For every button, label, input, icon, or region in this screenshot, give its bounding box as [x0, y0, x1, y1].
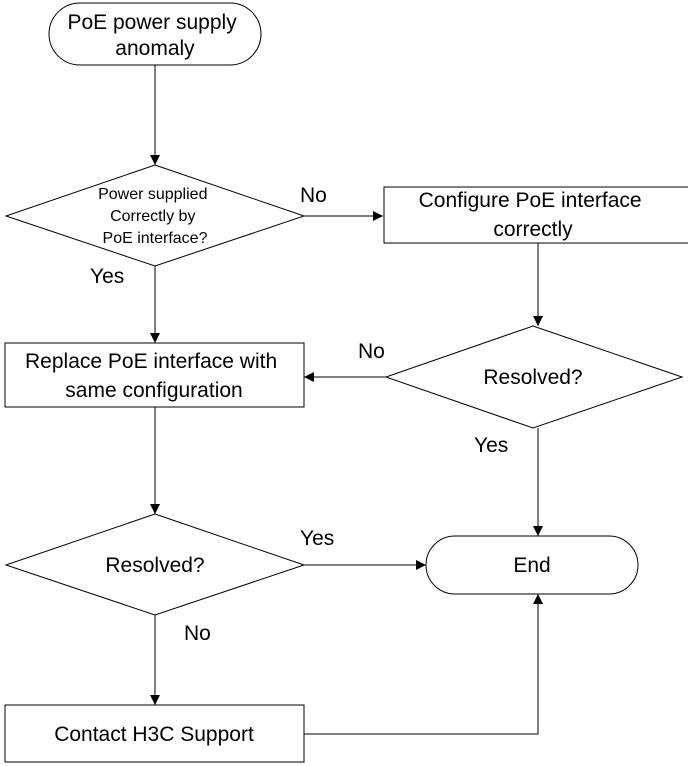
replace-process-shape: [4, 342, 305, 408]
label-resolved-left-no: No: [184, 622, 211, 645]
resolved-right-label: Resolved?: [483, 366, 582, 389]
configure-process-shape: [383, 186, 688, 244]
label-power-no: No: [300, 184, 327, 207]
label-resolved-right-no: No: [358, 340, 385, 363]
node-start: PoE power supply anomaly: [48, 2, 262, 66]
node-end: End: [425, 535, 639, 595]
decision-power-line1: Power supplied: [98, 186, 207, 203]
replace-label-line1: Replace PoE interface with: [25, 350, 277, 373]
edge-labels: No Yes No Yes Yes No: [90, 184, 508, 645]
node-configure: Configure PoE interface correctly: [383, 186, 688, 244]
svg-text:Resolved?: Resolved?: [105, 554, 204, 577]
configure-label-line2: correctly: [493, 218, 573, 241]
svg-text:PoE power supply anomaly: PoE power supply anomaly: [67, 11, 242, 60]
svg-text:End: End: [513, 554, 550, 577]
node-decision-power: Power supplied Correctly by PoE interfac…: [4, 164, 306, 267]
svg-text:Configure PoE interface: Configure PoE interface correctly: [419, 189, 648, 241]
svg-text:Resolved?: Resolved?: [483, 366, 582, 389]
label-power-yes: Yes: [90, 265, 124, 288]
node-resolved-right: Resolved?: [384, 325, 684, 429]
node-contact: Contact H3C Support: [4, 704, 305, 763]
node-replace: Replace PoE interface with same configur…: [4, 342, 305, 408]
start-terminal-shape: [48, 2, 262, 66]
svg-text:Contact H3C Support: Contact H3C Support: [54, 723, 254, 746]
decision-power-line3: PoE interface?: [103, 230, 208, 247]
configure-label-line1: Configure PoE interface: [419, 189, 642, 212]
svg-text:Power supplied Correctly: Power supplied Correctly by PoE interfac…: [98, 186, 212, 247]
resolved-left-label: Resolved?: [105, 554, 204, 577]
start-label-line2: anomaly: [115, 37, 195, 60]
svg-text:Replace PoE interface with: Replace PoE interface with same configur…: [25, 350, 283, 402]
label-resolved-left-yes: Yes: [300, 527, 334, 550]
contact-label: Contact H3C Support: [54, 723, 254, 746]
contact-process-shape: [4, 704, 305, 763]
decision-power-line2: Correctly by: [110, 208, 195, 225]
end-label: End: [513, 554, 550, 577]
end-terminal-shape: [425, 535, 639, 595]
decision-power-shape: [4, 164, 306, 267]
resolved-right-shape: [384, 325, 684, 429]
connectors: [150, 65, 543, 735]
node-resolved-left: Resolved?: [4, 513, 306, 616]
resolved-left-shape: [4, 513, 306, 616]
edge-contact-to-end: [304, 594, 543, 735]
replace-label-line2: same configuration: [65, 379, 242, 402]
label-resolved-right-yes: Yes: [474, 434, 508, 457]
start-label-line1: PoE power supply: [67, 11, 237, 34]
